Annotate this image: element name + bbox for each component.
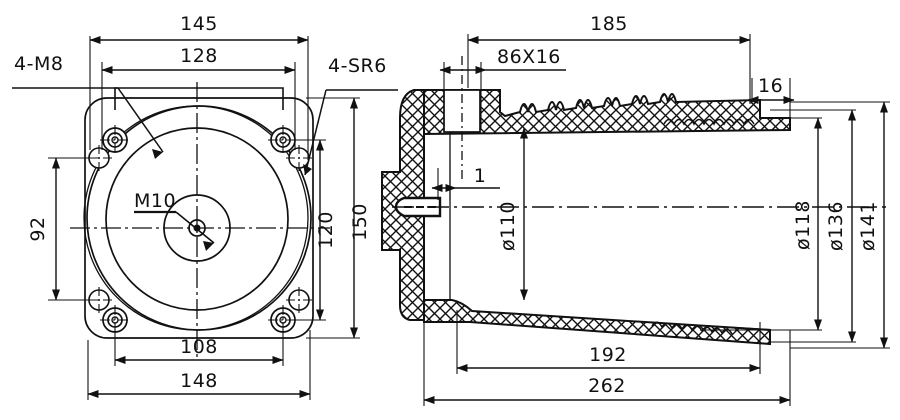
bolt-boss-top-right [268, 125, 298, 155]
section-upper-scallops [663, 118, 755, 126]
sr6-top-right [286, 145, 312, 171]
dim-150: 150 [306, 97, 371, 339]
dim-1: 1 [431, 160, 500, 200]
dim-192-label: 192 [589, 344, 627, 366]
dim-16: 16 [747, 75, 795, 120]
dim-d136: ø136 [770, 109, 856, 343]
bolt-boss-top-left [100, 125, 130, 155]
dim-145-label: 145 [180, 13, 218, 35]
section-upper-wall [423, 89, 791, 136]
dim-185-label: 185 [590, 13, 628, 35]
section-upper-wall-profile [423, 89, 791, 136]
sr6-bottom-right [286, 287, 312, 313]
dim-d118: ø118 [700, 117, 822, 331]
front-view-body-outline [84, 97, 314, 339]
dim-d110-label: ø110 [497, 201, 519, 251]
dim-150-label: 150 [349, 203, 371, 241]
dim-92-label: 92 [27, 216, 49, 241]
front-view: 4-M8 4-SR6 M10 145 128 [12, 13, 398, 400]
section-lower-wall-profile-2 [423, 299, 771, 346]
front-view-bolt-bosses [100, 125, 298, 335]
callout-m10-label: M10 [134, 190, 176, 212]
dim-145: 145 [89, 13, 309, 160]
dim-120: 120 [290, 139, 337, 321]
dim-128-label: 128 [180, 45, 218, 67]
dim-262-label: 262 [588, 375, 626, 397]
dim-86x16: 86X16 [439, 46, 566, 130]
section-lower-scallops [651, 321, 733, 335]
dim-92: 92 [27, 157, 98, 301]
dim-d110: ø110 [497, 127, 528, 301]
dim-86x16-label: 86X16 [497, 46, 561, 68]
callout-4-sr6: 4-SR6 [303, 55, 398, 176]
dim-108: 108 [114, 330, 284, 366]
dim-148-label: 148 [180, 370, 218, 392]
dim-262: 262 [423, 322, 791, 406]
dim-d141: ø141 [790, 101, 890, 349]
callout-4-sr6-label: 4-SR6 [328, 55, 387, 77]
dim-16-label: 16 [758, 75, 783, 97]
dim-108-label: 108 [180, 336, 218, 358]
section-lower-wall [423, 299, 771, 346]
callout-4-m8-label: 4-M8 [14, 53, 63, 75]
dim-d136-label: ø136 [825, 201, 847, 251]
front-view-sr6-features [86, 145, 312, 313]
dim-148: 148 [87, 330, 311, 400]
dim-120-label: 120 [315, 211, 337, 249]
callout-m10: M10 [134, 190, 215, 251]
section-view: 185 86X16 16 1 ø110 [381, 13, 890, 406]
callout-4-m8: 4-M8 [12, 53, 164, 159]
dim-192: 192 [456, 310, 761, 374]
dim-d141-label: ø141 [857, 201, 879, 251]
dim-1-label: 1 [474, 165, 487, 187]
dim-185: 185 [467, 13, 751, 104]
dim-d118-label: ø118 [792, 200, 814, 250]
dim-128: 128 [101, 45, 296, 150]
front-view-top-recess [114, 87, 284, 110]
front-view-outer-circle-offset [83, 105, 309, 331]
sr6-bottom-left [86, 287, 112, 313]
